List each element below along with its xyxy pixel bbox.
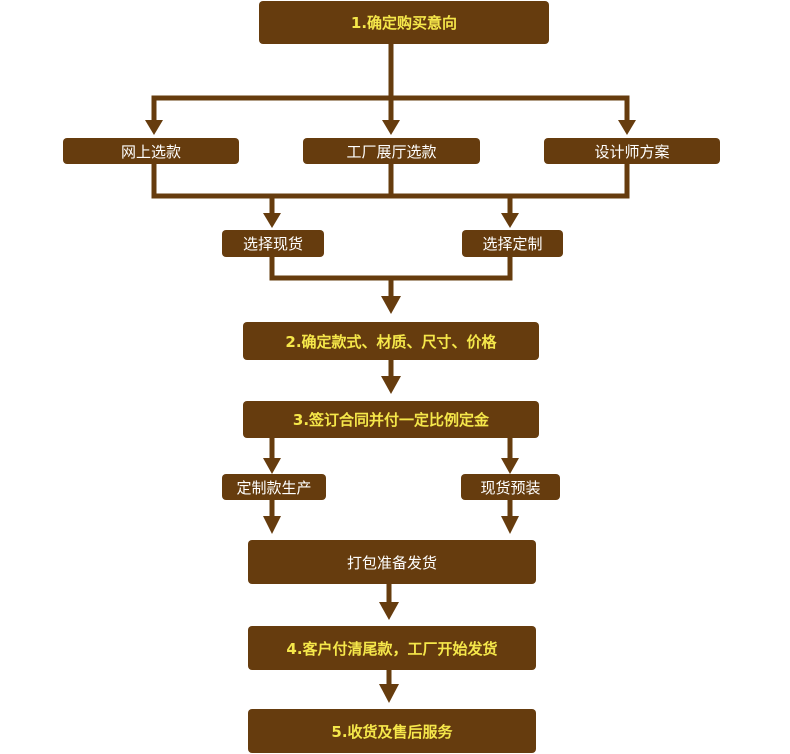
branch-production-box: 定制款生产 xyxy=(222,474,326,500)
option-showroom-label: 工厂展厅选款 xyxy=(346,142,437,161)
pack-box: 打包准备发货 xyxy=(248,540,536,584)
step-4-box: 4.客户付清尾款，工厂开始发货 xyxy=(248,626,536,670)
step-2-label: 2.确定款式、材质、尺寸、价格 xyxy=(285,332,497,351)
step-1-label: 1.确定购买意向 xyxy=(350,14,458,32)
step-3-box: 3.签订合同并付一定比例定金 xyxy=(243,401,539,438)
option-designer-label: 设计师方案 xyxy=(594,142,670,161)
option-designer-box: 设计师方案 xyxy=(544,138,720,164)
branch-presale-box: 现货预装 xyxy=(461,474,560,500)
branch-production-label: 定制款生产 xyxy=(236,478,312,497)
option-online-label: 网上选款 xyxy=(120,142,181,161)
step-5-label: 5.收货及售后服务 xyxy=(331,722,453,741)
step-5-box: 5.收货及售后服务 xyxy=(248,709,536,753)
step-1-box: 1.确定购买意向 xyxy=(259,1,549,44)
choice-custom-label: 选择定制 xyxy=(482,235,543,253)
step-2-box: 2.确定款式、材质、尺寸、价格 xyxy=(243,322,539,360)
choice-custom-box: 选择定制 xyxy=(462,230,563,257)
choice-stock-box: 选择现货 xyxy=(222,230,324,257)
step-4-label: 4.客户付清尾款，工厂开始发货 xyxy=(286,639,498,658)
option-showroom-box: 工厂展厅选款 xyxy=(303,138,480,164)
choice-stock-label: 选择现货 xyxy=(242,235,303,253)
branch-presale-label: 现货预装 xyxy=(480,478,541,497)
pack-label: 打包准备发货 xyxy=(346,553,437,572)
option-online-box: 网上选款 xyxy=(63,138,239,164)
step-3-label: 3.签订合同并付一定比例定金 xyxy=(292,411,490,429)
